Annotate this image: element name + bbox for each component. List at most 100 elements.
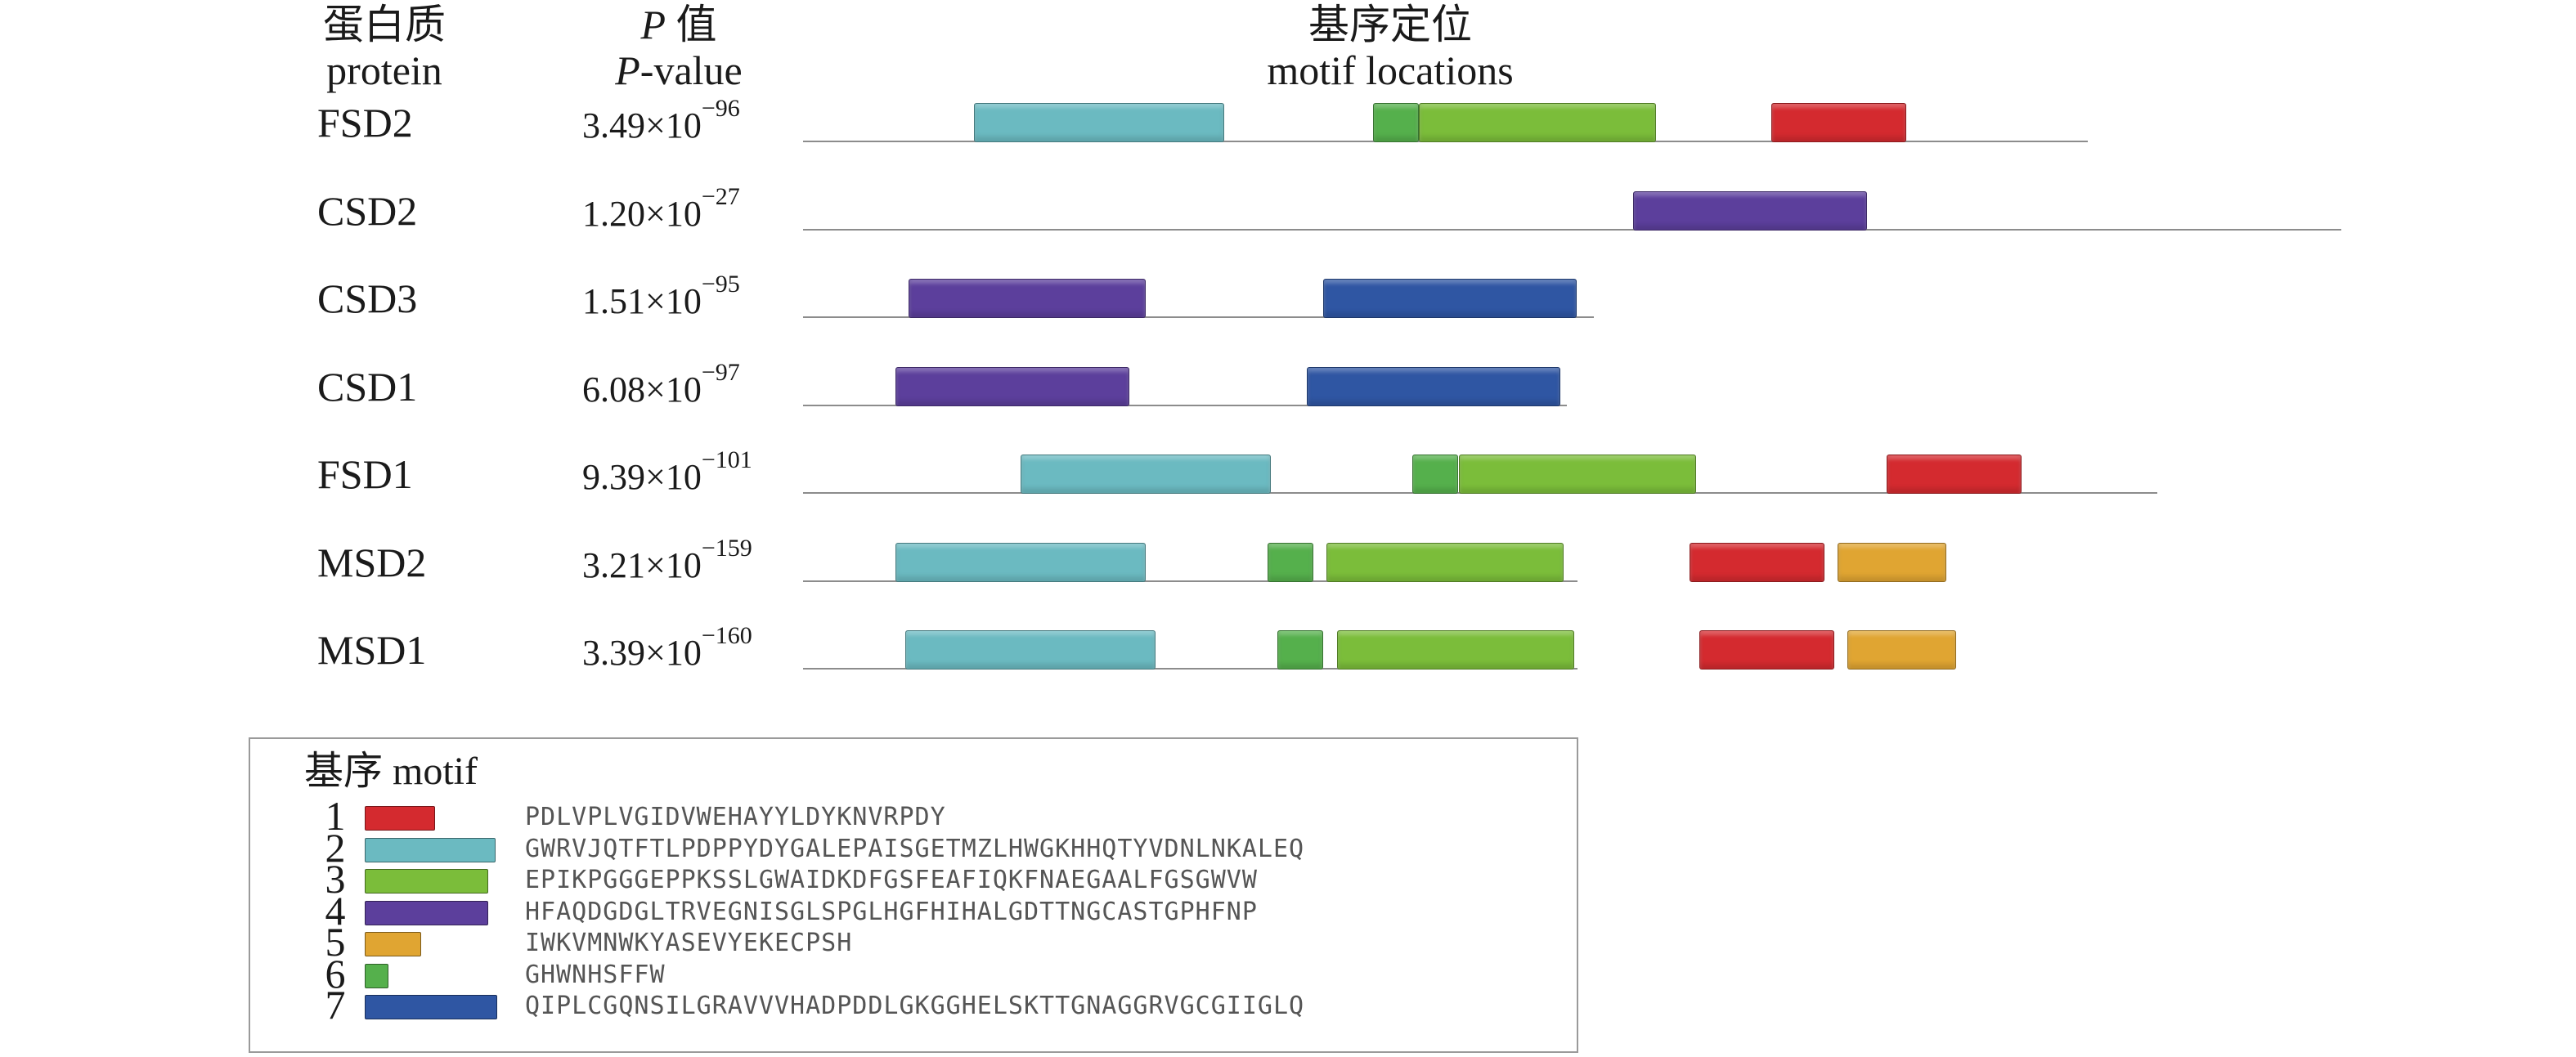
pvalue-header-cn-rest: 值 xyxy=(666,2,717,47)
legend-motif-number: 3 xyxy=(325,856,346,902)
pvalue-mantissa: 6.08×10 xyxy=(582,369,702,410)
legend-motif-number: 2 xyxy=(325,824,346,871)
pvalue-mantissa: 3.49×10 xyxy=(582,105,702,146)
pvalue-exponent: −96 xyxy=(701,95,740,122)
legend-item-5: 5 IWKVMNWKYASEVYEKECPSH xyxy=(250,919,1575,965)
motif-2-box xyxy=(1021,455,1271,494)
motif-7-box xyxy=(1307,366,1560,406)
legend-motif-sequence: QIPLCGQNSILGRAVVVHADPDDLGKGGHELSKTTGNAGG… xyxy=(525,992,1305,1020)
pvalue-column-header: P 值 P-value xyxy=(581,2,777,93)
motif-1-box xyxy=(1887,455,2022,494)
pvalue-mantissa: 1.20×10 xyxy=(582,193,702,234)
pvalue-mantissa: 1.51×10 xyxy=(582,281,702,321)
sequence-track xyxy=(803,668,1577,670)
legend-motif-number: 5 xyxy=(325,919,346,965)
legend-motif-number: 4 xyxy=(325,887,346,934)
pvalue-header-cn-p: P xyxy=(640,2,666,47)
pvalue-header-cn: P 值 xyxy=(581,2,777,47)
pvalue-header-en-p: P xyxy=(615,47,640,93)
motif-4-box xyxy=(1633,190,1867,231)
motif-5-box xyxy=(1838,542,1946,582)
legend-motif-sequence: GHWNHSFFW xyxy=(525,960,666,989)
legend-motif-swatch xyxy=(365,995,497,1019)
protein-row-csd1: CSD1 6.08×10−97 xyxy=(0,360,2576,444)
motif-6-box xyxy=(1412,455,1458,494)
motif-3-box xyxy=(1419,103,1656,142)
protein-name: CSD2 xyxy=(317,187,418,234)
legend-motif-sequence: EPIKPGGGEPPKSSLGWAIDKDFGSFEAFIQKFNAEGAAL… xyxy=(525,866,1258,894)
legend-motif-swatch xyxy=(365,869,488,894)
motif-3-box xyxy=(1459,455,1696,494)
motif-6-box xyxy=(1268,542,1313,582)
pvalue-mantissa: 9.39×10 xyxy=(582,457,702,497)
legend-motif-sequence: GWRVJQTFTLPDPPYDYGALEPAISGETMZLHWGKHHQTY… xyxy=(525,834,1305,863)
legend-motif-swatch xyxy=(365,900,488,925)
motif-7-box xyxy=(1323,279,1577,318)
legend-motif-sequence: PDLVPLVGIDVWEHAYYLDYKNVRPDY xyxy=(525,803,946,831)
pvalue-exponent: −159 xyxy=(701,534,752,562)
pvalue-exponent: −27 xyxy=(701,182,740,210)
legend-item-7: 7 QIPLCGQNSILGRAVVVHADPDDLGKGGHELSKTTGNAG… xyxy=(250,982,1575,1028)
legend-item-1: 1 PDLVPLVGIDVWEHAYYLDYKNVRPDY xyxy=(250,793,1575,839)
pvalue-header-en-rest: -value xyxy=(640,47,743,93)
motif-3-box xyxy=(1337,630,1574,670)
protein-row-msd1: MSD1 3.39×10−160 xyxy=(0,624,2576,707)
protein-header-en: protein xyxy=(326,47,442,93)
protein-pvalue: 9.39×10−101 xyxy=(582,448,752,502)
motif-legend: 基序 motif 1 PDLVPLVGIDVWEHAYYLDYKNVRPDY 2 GW… xyxy=(249,737,1578,1053)
motif-2-box xyxy=(905,630,1156,670)
pvalue-mantissa: 3.39×10 xyxy=(582,633,702,673)
legend-motif-swatch xyxy=(365,932,421,956)
protein-pvalue: 1.20×10−27 xyxy=(582,184,740,239)
protein-name: FSD2 xyxy=(317,100,413,146)
protein-pvalue: 3.39×10−160 xyxy=(582,624,752,678)
motif-2-box xyxy=(895,542,1146,582)
sequence-track xyxy=(803,316,1594,318)
legend-motif-number: 7 xyxy=(325,982,346,1028)
motif-header-cn: 基序定位 xyxy=(1308,2,1472,47)
motif-4-box xyxy=(895,366,1129,406)
pvalue-mantissa: 3.21×10 xyxy=(582,544,702,585)
legend-motif-sequence: HFAQDGDGLTRVEGNISGLSPGLHGFHIHALGDTTNGCAS… xyxy=(525,897,1258,926)
protein-pvalue: 1.51×10−95 xyxy=(582,272,740,326)
legend-title: 基序 motif xyxy=(304,750,478,793)
motif-1-box xyxy=(1690,542,1824,582)
sequence-track xyxy=(803,228,2341,231)
legend-motif-swatch xyxy=(365,806,435,831)
protein-pvalue: 3.21×10−159 xyxy=(582,535,752,590)
protein-column-header: 蛋白质 protein xyxy=(303,2,466,93)
legend-motif-number: 6 xyxy=(325,950,346,997)
motif-4-box xyxy=(909,279,1146,318)
protein-row-csd2: CSD2 1.20×10−27 xyxy=(0,184,2576,268)
legend-motif-sequence: IWKVMNWKYASEVYEKECPSH xyxy=(525,929,853,957)
motif-1-box xyxy=(1699,630,1834,670)
protein-pvalue: 6.08×10−97 xyxy=(582,360,740,414)
protein-name: CSD1 xyxy=(317,363,418,410)
protein-name: MSD2 xyxy=(317,539,427,585)
protein-header-cn: 蛋白质 xyxy=(323,2,446,47)
motif-6-box xyxy=(1373,103,1419,142)
pvalue-header-en: P-value xyxy=(581,47,777,93)
protein-row-fsd2: FSD2 3.49×10−96 xyxy=(0,95,2576,180)
pvalue-exponent: −160 xyxy=(701,622,752,649)
legend-item-2: 2 GWRVJQTFTLPDPPYDYGALEPAISGETMZLHWGKHHQT… xyxy=(250,824,1575,871)
legend-item-3: 3 EPIKPGGGEPPKSSLGWAIDKDFGSFEAFIQKFNAEGAA… xyxy=(250,856,1575,902)
legend-item-6: 6 GHWNHSFFW xyxy=(250,950,1575,997)
legend-motif-swatch xyxy=(365,837,496,862)
motif-1-box xyxy=(1771,103,1906,142)
pvalue-exponent: −97 xyxy=(701,358,740,386)
motif-locations-header: 基序定位 motif locations xyxy=(1210,2,1570,93)
legend-motif-number: 1 xyxy=(325,793,346,839)
motif-3-box xyxy=(1326,542,1564,582)
sequence-track xyxy=(803,580,1577,582)
pvalue-exponent: −101 xyxy=(701,446,752,473)
protein-name: MSD1 xyxy=(317,627,427,673)
legend-motif-swatch xyxy=(365,963,388,988)
motif-5-box xyxy=(1847,630,1956,670)
sequence-track xyxy=(803,404,1567,406)
motif-6-box xyxy=(1277,630,1323,670)
pvalue-exponent: −95 xyxy=(701,271,740,298)
